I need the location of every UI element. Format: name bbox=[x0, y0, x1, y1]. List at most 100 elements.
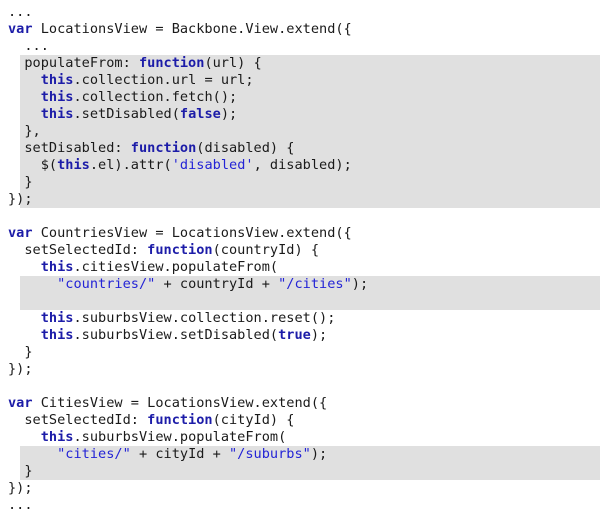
code-line: "countries/" + countryId + "/cities"); bbox=[0, 276, 610, 293]
code-text: + cityId + bbox=[130, 446, 229, 462]
code-text: .suburbsView.collection.reset(); bbox=[73, 310, 336, 326]
code-keyword: function bbox=[138, 55, 205, 71]
code-text: CountriesView = LocationsView.extend({ bbox=[32, 225, 352, 241]
code-line: }); bbox=[0, 480, 610, 497]
indent bbox=[8, 259, 41, 275]
code-keyword: this bbox=[40, 72, 74, 88]
code-keyword: this bbox=[40, 89, 74, 105]
code-text: (cityId) { bbox=[212, 412, 295, 428]
code-text: }, bbox=[24, 123, 41, 139]
code-block: ...var LocationsView = Backbone.View.ext… bbox=[0, 4, 610, 514]
code-text: (disabled) { bbox=[196, 140, 295, 156]
code-text: } bbox=[24, 463, 33, 479]
code-keyword: this bbox=[40, 310, 74, 326]
code-text: ... bbox=[8, 497, 33, 513]
code-keyword: this bbox=[57, 157, 90, 173]
indent bbox=[8, 463, 24, 479]
code-line: setDisabled: function(disabled) { bbox=[0, 140, 610, 157]
code-string: "cities/" bbox=[57, 446, 131, 462]
code-line: $(this.el).attr('disabled', disabled); bbox=[0, 157, 610, 174]
code-keyword: function bbox=[147, 242, 213, 258]
code-line: setSelectedId: function(cityId) { bbox=[0, 412, 610, 429]
code-line: }); bbox=[0, 361, 610, 378]
code-line: "cities/" + cityId + "/suburbs"); bbox=[0, 446, 610, 463]
code-string: 'disabled' bbox=[171, 157, 254, 173]
code-text: }); bbox=[8, 191, 33, 207]
code-line: populateFrom: function(url) { bbox=[0, 55, 610, 72]
code-keyword: false bbox=[179, 106, 221, 122]
code-line: setSelectedId: function(countryId) { bbox=[0, 242, 610, 259]
code-text: , disabled); bbox=[253, 157, 352, 173]
code-text: ... bbox=[24, 38, 49, 54]
code-keyword: this bbox=[40, 429, 74, 445]
indent bbox=[8, 429, 41, 445]
indent bbox=[8, 174, 24, 190]
code-text: ... bbox=[8, 4, 33, 20]
code-text: $( bbox=[40, 157, 58, 173]
code-line bbox=[0, 208, 610, 225]
code-text: .collection.url = url; bbox=[73, 72, 254, 88]
code-keyword: function bbox=[147, 412, 213, 428]
indent bbox=[8, 55, 24, 71]
code-line: var CountriesView = LocationsView.extend… bbox=[0, 225, 610, 242]
code-text: + countryId + bbox=[155, 276, 279, 292]
code-text: }); bbox=[8, 361, 33, 377]
code-string: "/cities" bbox=[278, 276, 352, 292]
code-keyword: this bbox=[40, 259, 74, 275]
code-line: } bbox=[0, 463, 610, 480]
indent bbox=[8, 412, 24, 428]
code-text: (url) { bbox=[204, 55, 262, 71]
indent bbox=[8, 276, 57, 292]
code-keyword: function bbox=[130, 140, 197, 156]
indent bbox=[8, 446, 57, 462]
indent bbox=[8, 123, 24, 139]
code-line: this.suburbsView.collection.reset(); bbox=[0, 310, 610, 327]
code-text: ); bbox=[310, 446, 328, 462]
code-text: } bbox=[24, 344, 33, 360]
code-text: .citiesView.populateFrom( bbox=[73, 259, 279, 275]
code-line: this.collection.url = url; bbox=[0, 72, 610, 89]
code-text: populateFrom: bbox=[24, 55, 139, 71]
code-text: .setDisabled( bbox=[73, 106, 180, 122]
indent bbox=[8, 157, 41, 173]
code-string: "countries/" bbox=[57, 276, 156, 292]
code-line: var LocationsView = Backbone.View.extend… bbox=[0, 21, 610, 38]
indent bbox=[8, 310, 41, 326]
code-line bbox=[0, 378, 610, 395]
indent bbox=[8, 72, 41, 88]
code-text: .suburbsView.setDisabled( bbox=[73, 327, 279, 343]
code-text: ); bbox=[220, 106, 238, 122]
code-line: this.citiesView.populateFrom( bbox=[0, 259, 610, 276]
code-line: } bbox=[0, 174, 610, 191]
code-line: ... bbox=[0, 4, 610, 21]
indent bbox=[8, 327, 41, 343]
code-text: .suburbsView.populateFrom( bbox=[73, 429, 287, 445]
code-keyword: this bbox=[40, 327, 74, 343]
indent bbox=[8, 242, 24, 258]
code-text: ); bbox=[351, 276, 369, 292]
code-keyword: this bbox=[40, 106, 74, 122]
code-text: (countryId) { bbox=[212, 242, 320, 258]
code-text: .collection.fetch(); bbox=[73, 89, 238, 105]
indent bbox=[8, 106, 41, 122]
code-text: setSelectedId: bbox=[24, 242, 148, 258]
code-line: }); bbox=[0, 191, 610, 208]
code-line: } bbox=[0, 344, 610, 361]
code-text: }); bbox=[8, 480, 33, 496]
code-line: this.suburbsView.populateFrom( bbox=[0, 429, 610, 446]
code-line: this.setDisabled(false); bbox=[0, 106, 610, 123]
code-text: CitiesView = LocationsView.extend({ bbox=[32, 395, 328, 411]
code-text: ); bbox=[310, 327, 328, 343]
indent bbox=[8, 89, 41, 105]
code-keyword: var bbox=[8, 225, 33, 241]
code-keyword: true bbox=[278, 327, 311, 343]
code-keyword: var bbox=[8, 21, 33, 37]
code-line: ... bbox=[0, 497, 610, 514]
code-lines: ...var LocationsView = Backbone.View.ext… bbox=[0, 4, 610, 514]
code-line: var CitiesView = LocationsView.extend({ bbox=[0, 395, 610, 412]
indent bbox=[8, 140, 24, 156]
code-text: .el).attr( bbox=[89, 157, 172, 173]
code-string: "/suburbs" bbox=[229, 446, 311, 462]
code-line: }, bbox=[0, 123, 610, 140]
code-text: LocationsView = Backbone.View.extend({ bbox=[32, 21, 352, 37]
